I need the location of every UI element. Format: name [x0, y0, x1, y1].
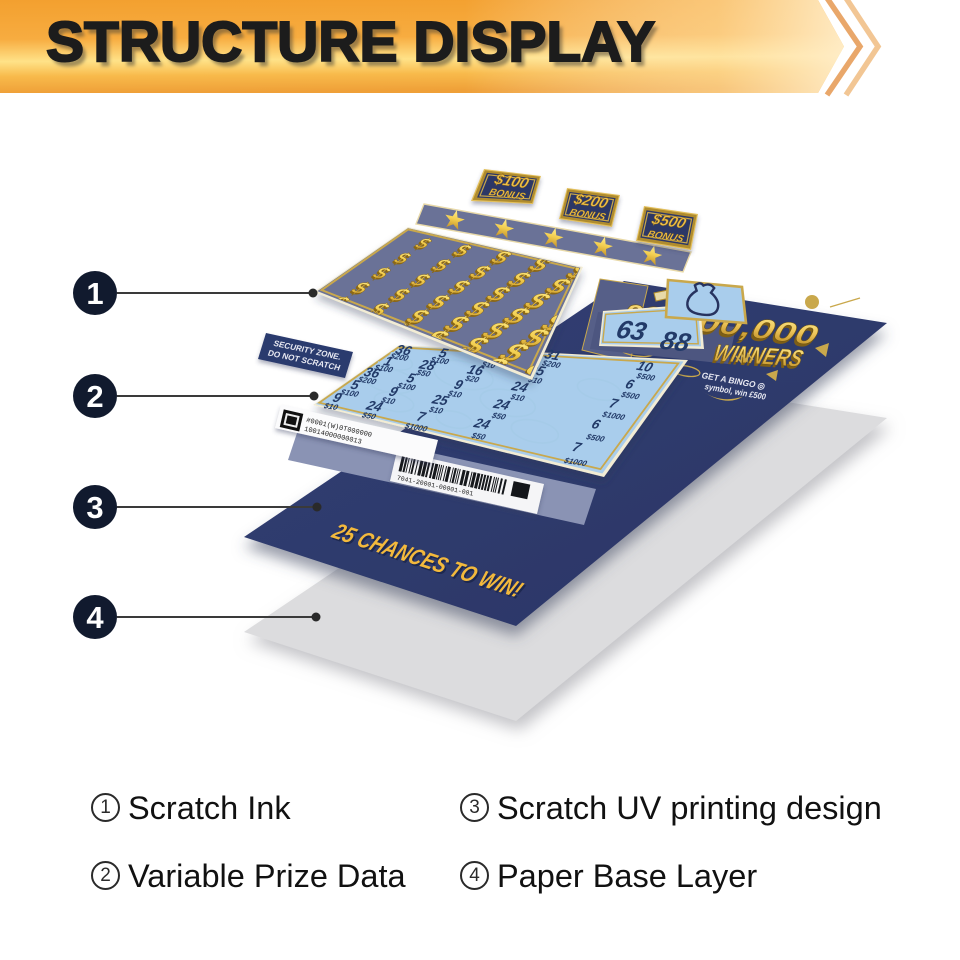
svg-text:$500: $500 — [584, 432, 607, 443]
svg-text:$10: $10 — [508, 392, 526, 403]
svg-text:$500: $500 — [619, 390, 642, 401]
svg-text:10: 10 — [634, 358, 655, 374]
svg-text:$200: $200 — [540, 359, 563, 370]
svg-text:$50: $50 — [469, 431, 487, 442]
svg-text:WINNERS: WINNERS — [708, 343, 804, 375]
svg-text:$20: $20 — [463, 374, 481, 385]
svg-text:$10: $10 — [427, 405, 445, 416]
svg-text:$100: $100 — [428, 355, 451, 366]
svg-text:$1000: $1000 — [562, 456, 589, 468]
svg-text:3: 3 — [86, 490, 103, 525]
svg-text:16: 16 — [465, 362, 486, 378]
svg-text:$: $ — [302, 309, 332, 330]
svg-text:1: 1 — [86, 276, 103, 311]
svg-text:4: 4 — [86, 600, 104, 635]
svg-text:$200: $200 — [356, 375, 379, 386]
svg-text:$10: $10 — [445, 389, 463, 400]
svg-text:36: 36 — [362, 365, 383, 381]
svg-text:BONUS: BONUS — [487, 187, 527, 203]
svg-text:$500: $500 — [648, 211, 688, 232]
svg-text:24: 24 — [363, 398, 385, 415]
svg-text:$: $ — [339, 315, 372, 337]
svg-text:24: 24 — [509, 379, 531, 396]
svg-text:$10: $10 — [322, 401, 340, 412]
svg-text:28: 28 — [416, 357, 438, 374]
svg-text:$200: $200 — [571, 191, 611, 212]
svg-text:$1000: $1000 — [402, 421, 429, 433]
svg-text:24: 24 — [490, 396, 512, 413]
svg-text:$10: $10 — [479, 360, 497, 371]
svg-text:$50: $50 — [360, 411, 378, 422]
svg-text:2: 2 — [86, 379, 103, 414]
svg-text:$1000: $1000 — [600, 410, 627, 422]
svg-text:$200: $200 — [388, 352, 411, 363]
svg-text:$: $ — [303, 307, 333, 328]
svg-text:$500: $500 — [634, 371, 657, 382]
svg-text:31: 31 — [542, 347, 563, 363]
svg-text:BONUS: BONUS — [567, 208, 607, 224]
svg-text:$100: $100 — [395, 381, 418, 392]
svg-text:$100: $100 — [372, 363, 395, 374]
svg-text:$100: $100 — [491, 171, 531, 192]
svg-text:36: 36 — [393, 342, 414, 358]
svg-text:25: 25 — [429, 392, 451, 409]
svg-text:BONUS: BONUS — [646, 229, 686, 245]
svg-text:$50: $50 — [489, 411, 507, 422]
svg-text:$10: $10 — [379, 395, 397, 406]
svg-text:24: 24 — [471, 415, 493, 432]
svg-text:$: $ — [341, 314, 374, 336]
svg-text:WINNERS: WINNERS — [710, 340, 806, 372]
svg-text:$10: $10 — [526, 375, 544, 386]
svg-text:$100: $100 — [338, 388, 361, 399]
svg-text:$50: $50 — [414, 368, 432, 379]
